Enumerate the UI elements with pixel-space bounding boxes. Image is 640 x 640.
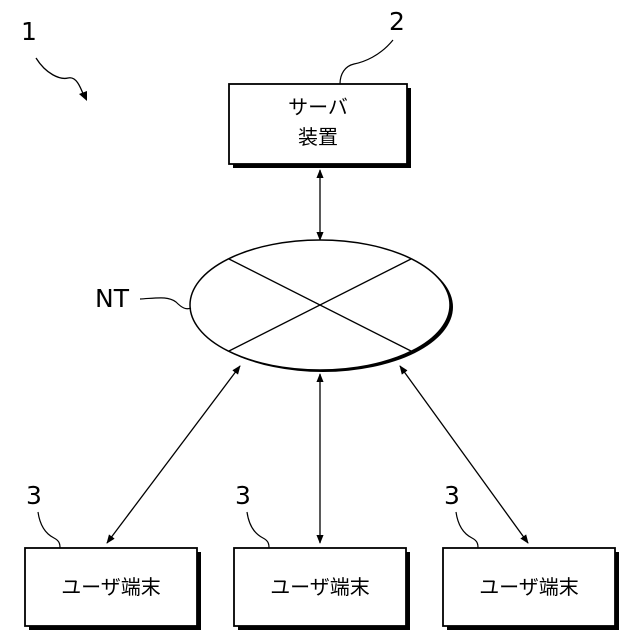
terminal-ref-leader bbox=[38, 512, 60, 548]
server-ref-numeral: 2 bbox=[389, 7, 405, 36]
server-label-line2: 装置 bbox=[298, 125, 338, 149]
terminal-ref-numeral: 3 bbox=[235, 481, 251, 510]
network-terminal-link-right bbox=[400, 366, 528, 543]
terminal-ref-numeral: 3 bbox=[444, 481, 460, 510]
server-label-line1: サーバ bbox=[288, 95, 348, 119]
terminal-label: ユーザ端末 bbox=[270, 575, 370, 599]
system-leader-arrowhead bbox=[79, 91, 87, 101]
network-label: NT bbox=[95, 284, 130, 313]
server-device: サーバ 装置 bbox=[229, 84, 411, 168]
server-ref-leader bbox=[340, 40, 393, 84]
network-terminal-link-left bbox=[107, 366, 240, 543]
user-terminal-left: ユーザ端末 bbox=[25, 548, 201, 630]
network-cloud bbox=[190, 240, 453, 372]
user-terminal-right: ユーザ端末 bbox=[443, 548, 619, 630]
terminal-ref-numeral: 3 bbox=[26, 481, 42, 510]
system-ref-numeral: 1 bbox=[21, 17, 37, 46]
network-label-leader bbox=[140, 298, 191, 309]
system-leader-arrow bbox=[36, 58, 84, 96]
user-terminal-center: ユーザ端末 bbox=[234, 548, 410, 630]
terminal-ref-leader bbox=[247, 512, 269, 548]
terminal-ref-leader bbox=[456, 512, 478, 548]
terminal-label: ユーザ端末 bbox=[61, 575, 161, 599]
terminal-label: ユーザ端末 bbox=[479, 575, 579, 599]
